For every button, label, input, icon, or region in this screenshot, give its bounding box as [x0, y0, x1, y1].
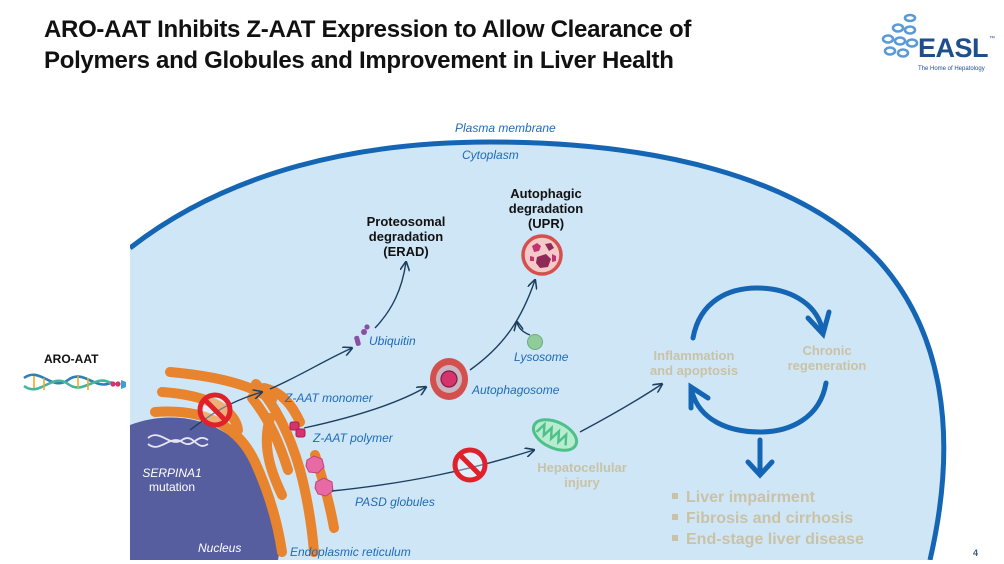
er-label: Endoplasmic reticulum — [290, 545, 411, 559]
endoplasmic-reticulum — [150, 367, 339, 557]
arrow-autophagosome-upr — [469, 280, 535, 371]
plasma-membrane-label: Plasma membrane — [455, 121, 556, 135]
title-line-2: Polymers and Globules and Improvement in… — [44, 47, 674, 74]
cycle-arrow-top — [690, 285, 825, 341]
bullet-icon — [672, 492, 678, 499]
inhibit-transcription-icon — [197, 392, 233, 428]
aro-aat-dna-icon — [23, 373, 113, 391]
autolysosome-icon — [521, 234, 563, 276]
arrow-transcription — [189, 392, 262, 431]
aro-aat-label: ARO-AAT — [44, 352, 99, 366]
galnac-ligand-icon — [110, 380, 126, 389]
arrow-globules-injury — [331, 450, 534, 492]
z-aat-monomer-label: Z-AAT monomer — [285, 391, 373, 405]
lysosome-label: Lysosome — [514, 350, 569, 364]
autophagosome-icon — [430, 358, 468, 400]
arrow-ubiquitin-erad — [374, 262, 406, 329]
cytoplasm-label: Cytoplasm — [462, 148, 519, 162]
cycle-arrowhead-left-icon — [688, 382, 711, 411]
erad-label: Proteosomal degradation (ERAD) — [366, 214, 446, 259]
upr-label: Autophagic degradation (UPR) — [508, 186, 584, 231]
title-line-1: ARO-AAT Inhibits Z-AAT Expression to All… — [44, 16, 692, 43]
inflammation-label: Inflammation and apoptosis — [649, 348, 739, 378]
pasd-globules-label: PASD globules — [355, 495, 435, 509]
ubiquitin-icon — [354, 324, 370, 346]
hexagon-cluster-icon — [881, 13, 919, 58]
serpina1-dna-icon — [147, 434, 209, 448]
bullet-icon — [672, 534, 678, 541]
hepatocellular-injury-label: Hepatocellular injury — [537, 460, 627, 490]
easl-logo: EASL ™ The Home of Hepatology — [876, 12, 996, 76]
outcome-item: Fibrosis and cirrhosis — [672, 508, 864, 529]
arrow-lysosome — [517, 322, 531, 336]
nucleus — [130, 417, 281, 560]
ubiquitin-label: Ubiquitin — [369, 334, 416, 348]
chronic-regeneration-label: Chronic regeneration — [787, 343, 867, 373]
cycle-arrowhead-right-icon — [805, 309, 832, 339]
arrow-injury-inflammation — [579, 384, 662, 433]
serpina1-label: SERPINA1 mutation — [142, 466, 202, 494]
outcome-item: End-stage liver disease — [672, 529, 864, 550]
down-arrowhead-icon — [745, 459, 775, 479]
plasma-membrane — [130, 139, 947, 560]
logo-wordmark: EASL — [918, 33, 989, 63]
logo-tagline: The Home of Hepatology — [918, 66, 985, 72]
arrow-polymer-autophagosome — [303, 387, 426, 429]
pasd-globules-icon — [305, 455, 334, 497]
bullet-icon — [672, 513, 678, 520]
logo-trademark: ™ — [989, 36, 995, 42]
autophagosome-label: Autophagosome — [472, 383, 560, 397]
arrow-monomer-ubiquitin — [269, 348, 352, 390]
page-number: 4 — [973, 548, 979, 558]
inhibit-globule-injury-icon — [452, 447, 488, 483]
z-aat-polymer-label: Z-AAT polymer — [313, 431, 393, 445]
slide-title: ARO-AAT Inhibits Z-AAT Expression to All… — [44, 14, 691, 76]
outcomes-list: Liver impairment Fibrosis and cirrhosis … — [672, 487, 864, 550]
mitochondrion-icon — [531, 418, 579, 452]
nucleus-label: Nucleus — [198, 541, 242, 555]
lysosome-icon — [527, 334, 543, 350]
z-aat-polymer-icon — [289, 421, 306, 438]
outcome-item: Liver impairment — [672, 487, 864, 508]
cytoplasm — [130, 142, 944, 560]
cycle-arrow-bottom — [689, 380, 829, 435]
